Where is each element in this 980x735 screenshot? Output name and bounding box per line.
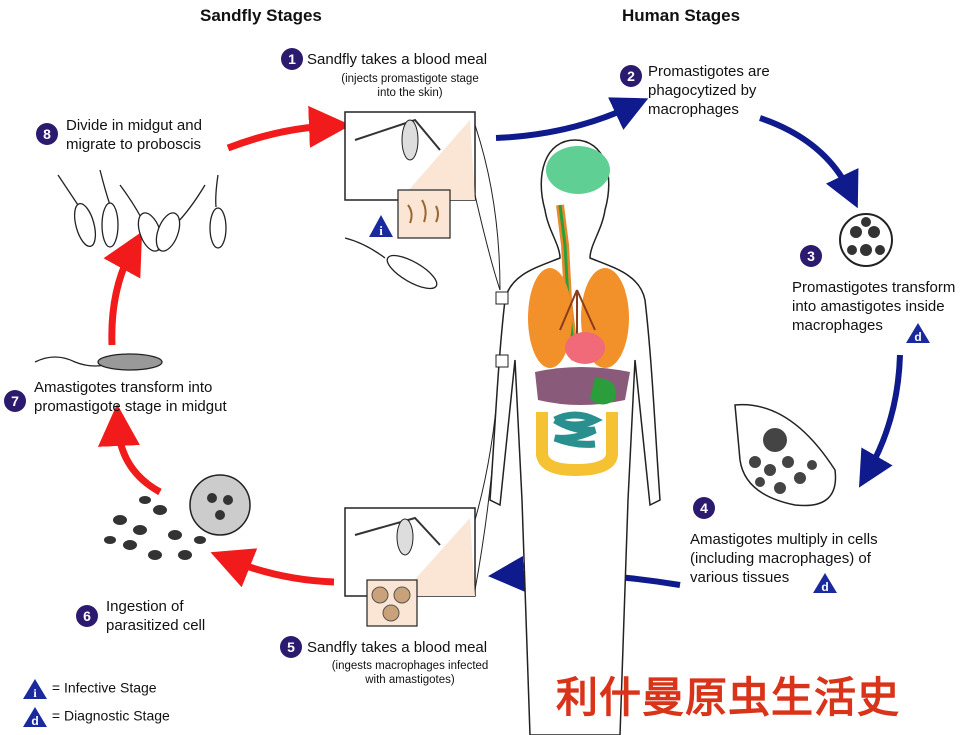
stage-4-line-1: Amastigotes multiply in cells (690, 531, 878, 548)
stage-7-label: Amastigotes transform into promastigote … (34, 378, 227, 416)
stage-8-badge: 8 (36, 123, 58, 145)
diagnostic-icon-letter-3: d (914, 330, 921, 344)
promastigote-7 (34, 353, 163, 371)
infective-legend-icon: i (23, 679, 47, 700)
liver (535, 367, 630, 405)
stage-1-badge: 1 (281, 48, 303, 70)
diagnostic-icon-letter-4: d (821, 580, 828, 594)
stage-5-badge: 5 (280, 636, 302, 658)
arrow-7-to-8 (103, 231, 143, 346)
arrow-8-to-1 (226, 105, 351, 152)
stage-7-line-1: Amastigotes transform into (34, 379, 213, 396)
stage-4-line-2: (including macrophages) of (690, 550, 871, 567)
stage-4-label: Amastigotes multiply in cells (including… (690, 530, 878, 587)
stage-8-line-2: migrate to proboscis (66, 136, 202, 153)
stage-4-line-3: various tissues (690, 569, 790, 586)
human-stages-header: Human Stages (622, 6, 741, 25)
diagnostic-legend-icon: d (23, 707, 47, 728)
stage-7-badge: 7 (4, 390, 26, 412)
arrow-6-to-7 (97, 404, 162, 496)
promastigote-1 (344, 237, 438, 290)
stage-8-line-1: Divide in midgut and (66, 117, 202, 134)
promastigotes-group-8 (57, 169, 227, 252)
stage-4-badge: 4 (693, 497, 715, 519)
stage-1-sub-line-2: into the skin) (377, 87, 443, 99)
sandfly-feeding-panel-5 (344, 359, 501, 627)
brain (546, 146, 610, 194)
large-intestine (536, 412, 618, 477)
left-lung (528, 268, 572, 368)
arrow-5-to-6 (210, 548, 335, 588)
stage-5-sub: (ingests macrophages infected with amast… (300, 659, 520, 687)
stage-2-label: Promastigotes are phagocytized by macrop… (648, 62, 770, 119)
macrophage-3 (839, 213, 893, 267)
stage-7-line-2: promastigote stage in midgut (34, 398, 227, 415)
small-intestine (553, 411, 603, 448)
stage-1-label: Sandfly takes a blood meal (307, 51, 488, 68)
arrow-1-to-2 (495, 97, 649, 141)
stage-2-line-1: Promastigotes are (648, 63, 770, 80)
stage-2-badge: 2 (620, 65, 642, 87)
infective-legend-letter: i (33, 686, 37, 700)
infected-tissue-cell-4 (734, 403, 837, 507)
stage-5-sub-line-2: with amastigotes) (365, 674, 455, 686)
stomach (590, 378, 616, 405)
arrow-2-to-3 (759, 115, 859, 209)
diagnostic-legend-letter: d (31, 714, 38, 728)
stage-6-line-1: Ingestion of (106, 598, 184, 615)
diagnostic-legend-text: = Diagnostic Stage (51, 707, 170, 724)
stage-5-label: Sandfly takes a blood meal (307, 639, 488, 656)
legend-diagnostic: d = Diagnostic Stage (22, 706, 170, 728)
chinese-title: 利什曼原虫生活史 (556, 673, 901, 722)
sandfly-feeding-panel-1 (344, 111, 501, 291)
stage-5-sub-line-1: (ingests macrophages infected (331, 660, 489, 672)
ingested-cells-6 (104, 474, 251, 560)
diagnostic-stage-icon-4: d (813, 573, 837, 594)
stage-2-line-2: phagocytized by (648, 82, 757, 99)
stage-8-label: Divide in midgut and migrate to probosci… (66, 116, 202, 154)
stage-1-sub: (injects promastigote stage into the ski… (310, 72, 510, 100)
infective-stage-icon-1: i (369, 215, 393, 238)
stage-3-line-3: macrophages (792, 317, 883, 334)
legend-infective: i = Infective Stage (22, 678, 157, 700)
stage-3-line-1: Promastigotes transform (792, 279, 956, 296)
stage-3-label: Promastigotes transform into amastigotes… (792, 278, 955, 335)
sandfly-stages-header: Sandfly Stages (200, 6, 322, 25)
heart (565, 332, 605, 364)
infective-icon-letter-1: i (379, 223, 383, 238)
arrow-3-to-4 (859, 354, 903, 488)
stage-6-line-2: parasitized cell (106, 617, 206, 634)
stage-3-badge: 3 (800, 245, 822, 267)
diagnostic-stage-icon-3: d (906, 323, 930, 344)
stage-6-badge: 6 (76, 605, 98, 627)
stage-2-line-3: macrophages (648, 101, 739, 118)
human-body-figure (489, 139, 661, 735)
infective-legend-text: = Infective Stage (51, 679, 157, 696)
stage-6-label: Ingestion of parasitized cell (106, 597, 205, 635)
stage-3-line-2: into amastigotes inside (792, 298, 945, 315)
stage-1-sub-line-1: (injects promastigote stage (341, 73, 479, 85)
